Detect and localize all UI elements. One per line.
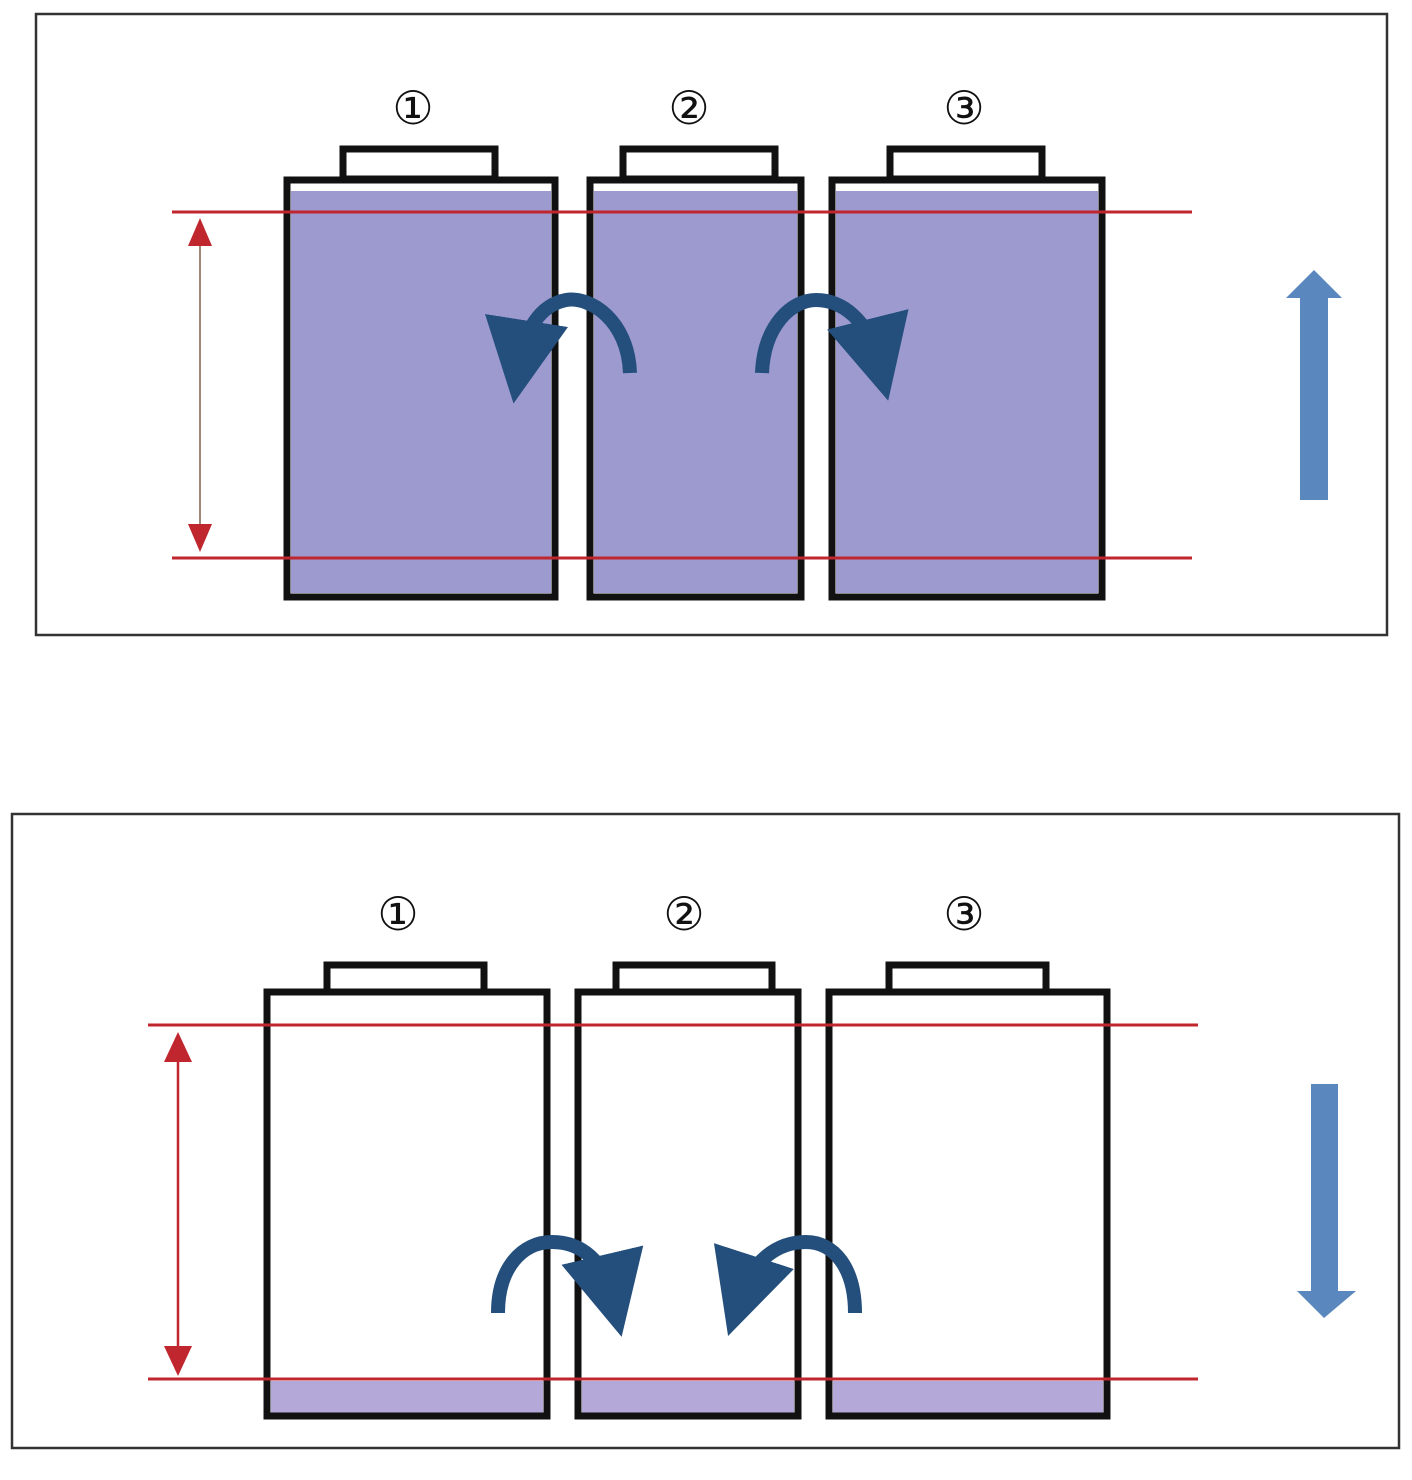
cell-1: ① [283, 81, 559, 601]
cell-label: ① [392, 81, 433, 135]
cell-label: ① [377, 887, 418, 941]
cell-1: ① [263, 887, 551, 1420]
arrowhead-down [188, 524, 212, 552]
arrowhead-up [188, 218, 212, 246]
cell-body [586, 176, 805, 601]
cell-label: ③ [943, 887, 984, 941]
cell-charge-fill [836, 191, 1098, 593]
cell-charge-fill [582, 1381, 794, 1413]
cell-body [574, 988, 802, 1420]
transfer-arrow-2-to-3 [755, 292, 909, 401]
transfer-arrow-2-to-1 [485, 292, 637, 404]
range-double-arrow [188, 218, 212, 552]
cell-3: ③ [825, 887, 1111, 1420]
cell-label: ② [668, 81, 709, 135]
arrowhead-down [164, 1346, 192, 1376]
cell-label: ② [663, 887, 704, 941]
cell-body [825, 988, 1111, 1420]
range-double-arrow [164, 1032, 192, 1376]
cell-2: ② [586, 81, 805, 601]
transfer-arrow-3-to-2 [713, 1234, 862, 1336]
direction-arrow-down-icon [1297, 1084, 1356, 1318]
panel-top: ① ② ③ [34, 12, 1389, 637]
cell-charge-fill [594, 191, 797, 593]
cell-label: ③ [943, 81, 984, 135]
arrowhead-up [164, 1032, 192, 1062]
direction-arrow-up-icon [1286, 270, 1342, 500]
panel-bottom: ① ② ③ [10, 812, 1401, 1450]
transfer-arrow-1-to-2 [491, 1234, 644, 1337]
cell-charge-fill [291, 191, 551, 593]
cell-2: ② [574, 887, 802, 1420]
cell-charge-fill [271, 1381, 543, 1413]
panel-frame [10, 812, 1401, 1450]
cell-body [263, 988, 551, 1420]
cell-charge-fill [833, 1381, 1103, 1413]
